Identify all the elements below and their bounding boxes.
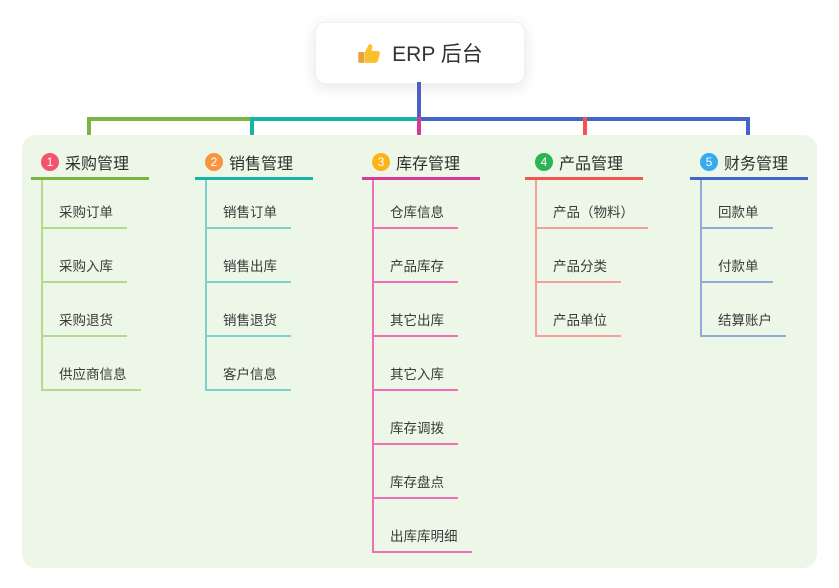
branch-1-children: 采购订单采购入库采购退货供应商信息 — [41, 180, 141, 391]
mindmap-child-node: 供应商信息 — [43, 337, 141, 391]
branch-4-children: 产品（物料） 产品分类产品单位 — [535, 180, 648, 337]
branches-panel — [22, 135, 817, 568]
branch-2-number-badge: 2 — [205, 153, 223, 171]
connector-drop — [417, 117, 421, 144]
root-title: ERP 后台 — [392, 43, 483, 66]
mindmap-child-node: 其它出库 — [374, 283, 472, 337]
connector-drop — [87, 117, 91, 144]
mindmap-child-node: 产品单位 — [537, 283, 648, 337]
mindmap-child-node: 销售退货 — [207, 283, 291, 337]
branch-5-label: 财务管理 — [724, 156, 789, 173]
branch-1-child-4[interactable]: 供应商信息 — [43, 363, 141, 391]
branch-3-children: 仓库信息产品库存其它出库其它入库库存调拨库存盘点出库库明细 — [372, 180, 472, 553]
branch-4-child-2[interactable]: 产品分类 — [537, 255, 621, 283]
branch-4-number-badge: 4 — [535, 153, 553, 171]
branch-5-child-2[interactable]: 付款单 — [702, 255, 773, 283]
mindmap-child-node: 库存盘点 — [374, 445, 472, 499]
branch-1-child-1[interactable]: 采购订单 — [43, 201, 127, 229]
branch-2-title[interactable]: 2 销售管理 — [195, 147, 313, 180]
mindmap-child-node: 仓库信息 — [374, 180, 472, 229]
branch-1-label: 采购管理 — [65, 156, 130, 173]
branch-3-column: 3 库存管理仓库信息产品库存其它出库其它入库库存调拨库存盘点出库库明细 — [362, 147, 480, 553]
mindmap-child-node: 回款单 — [702, 180, 786, 229]
mindmap-child-node: 销售出库 — [207, 229, 291, 283]
branch-5-children: 回款单付款单结算账户 — [700, 180, 786, 337]
branch-2-child-1[interactable]: 销售订单 — [207, 201, 291, 229]
branch-4-column: 4 产品管理产品（物料） 产品分类产品单位 — [525, 147, 648, 337]
connector-stem — [417, 82, 421, 118]
branch-5-child-1[interactable]: 回款单 — [702, 201, 773, 229]
branch-1-child-3[interactable]: 采购退货 — [43, 309, 127, 337]
branch-3-child-6[interactable]: 库存盘点 — [374, 471, 458, 499]
connector-drop — [583, 117, 587, 144]
thumbs-up-icon — [357, 41, 382, 66]
branch-3-child-3[interactable]: 其它出库 — [374, 309, 458, 337]
branch-1-column: 1 采购管理采购订单采购入库采购退货供应商信息 — [31, 147, 149, 391]
branch-5-number-badge: 5 — [700, 153, 718, 171]
branch-3-label: 库存管理 — [396, 156, 461, 173]
branch-4-child-3[interactable]: 产品单位 — [537, 309, 621, 337]
branch-4-title[interactable]: 4 产品管理 — [525, 147, 643, 180]
mindmap-child-node: 出库库明细 — [374, 499, 472, 553]
connector-drop — [746, 117, 750, 144]
branch-2-column: 2 销售管理销售订单销售出库销售退货客户信息 — [195, 147, 313, 391]
branch-3-title[interactable]: 3 库存管理 — [362, 147, 480, 180]
mindmap-child-node: 付款单 — [702, 229, 786, 283]
branch-3-number-badge: 3 — [372, 153, 390, 171]
branch-2-child-3[interactable]: 销售退货 — [207, 309, 291, 337]
branch-3-child-7[interactable]: 出库库明细 — [374, 525, 472, 553]
branch-3-child-1[interactable]: 仓库信息 — [374, 201, 458, 229]
connector-bus-segment — [87, 117, 254, 121]
connector-bus-segment — [250, 117, 421, 121]
branch-2-child-4[interactable]: 客户信息 — [207, 363, 291, 391]
root-node[interactable]: ERP 后台 — [315, 22, 525, 84]
branch-3-child-5[interactable]: 库存调拨 — [374, 417, 458, 445]
branch-1-child-2[interactable]: 采购入库 — [43, 255, 127, 283]
mindmap-child-node: 产品分类 — [537, 229, 648, 283]
branch-3-child-4[interactable]: 其它入库 — [374, 363, 458, 391]
mindmap-child-node: 采购退货 — [43, 283, 141, 337]
branch-5-column: 5 财务管理回款单付款单结算账户 — [690, 147, 808, 337]
branch-1-title[interactable]: 1 采购管理 — [31, 147, 149, 180]
mindmap-child-node: 结算账户 — [702, 283, 786, 337]
branch-4-label: 产品管理 — [559, 156, 624, 173]
branch-5-title[interactable]: 5 财务管理 — [690, 147, 808, 180]
connector-drop — [250, 117, 254, 144]
branch-3-child-2[interactable]: 产品库存 — [374, 255, 458, 283]
mindmap-child-node: 产品库存 — [374, 229, 472, 283]
mindmap-child-node: 销售订单 — [207, 180, 291, 229]
mindmap-child-node: 其它入库 — [374, 337, 472, 391]
branch-5-child-3[interactable]: 结算账户 — [702, 309, 786, 337]
mindmap-child-node: 客户信息 — [207, 337, 291, 391]
mindmap-child-node: 库存调拨 — [374, 391, 472, 445]
branch-1-number-badge: 1 — [41, 153, 59, 171]
branch-4-child-1[interactable]: 产品（物料） — [537, 201, 648, 229]
branch-2-label: 销售管理 — [229, 156, 294, 173]
branch-2-children: 销售订单销售出库销售退货客户信息 — [205, 180, 291, 391]
mindmap-child-node: 采购订单 — [43, 180, 141, 229]
branch-2-child-2[interactable]: 销售出库 — [207, 255, 291, 283]
mindmap-child-node: 产品（物料） — [537, 180, 648, 229]
mindmap-child-node: 采购入库 — [43, 229, 141, 283]
